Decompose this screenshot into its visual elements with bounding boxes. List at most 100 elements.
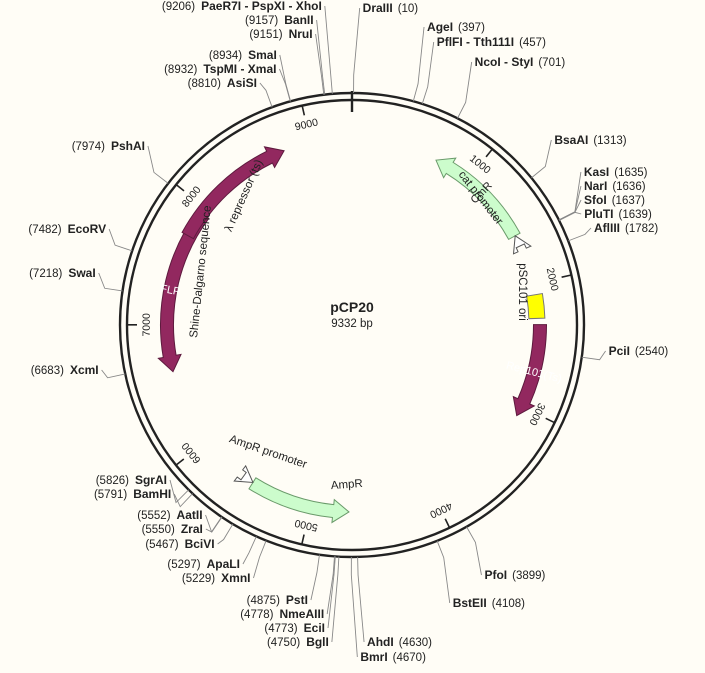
site-position: (8934) [209,50,242,62]
site-position: (3899) [512,570,545,582]
site-label: AflIII (1782) [594,221,658,235]
site-label: (6683) XcmI [31,363,99,377]
site-name: BanII [284,13,313,27]
site-name: KasI [584,165,609,179]
site-label: (5826) SgrAI [96,473,167,487]
site-leader [436,540,451,604]
site-leader [581,350,606,361]
site-name: AsiSI [227,76,257,90]
tick-label: 4000 [428,499,454,520]
site-position: (7974) [72,141,105,153]
tick-mark [561,274,572,278]
site-position: (1639) [619,209,652,221]
psc101-ori-label: pSC101 ori [516,263,528,321]
site-position: (701) [538,57,565,69]
site-label: AhdI (4630) [367,635,432,649]
site-name: PluTI [584,207,613,221]
site-leader [259,82,273,108]
site-position: (9206) [162,1,195,13]
site-label: PfoI(3899) [484,568,545,582]
site-name: BsaAI [554,133,588,147]
site-name: EciI [304,621,325,635]
site-name: PflFI - Tth111I [437,35,514,49]
site-label: (4778)NmeAIII [240,607,324,621]
site-position: (5550) [142,524,175,536]
site-leader [242,536,257,565]
site-position: (1313) [593,135,626,147]
site-position: (6683) [31,365,64,377]
site-leader [101,369,126,379]
psc101-ori-box [526,292,546,320]
site-leader [205,514,223,533]
site-name: SgrAI [135,473,167,487]
tick-mark [175,183,185,192]
site-position: (5826) [96,475,129,487]
site-label: (9151) NruI [249,27,312,41]
site-label: SfoI(1637) [584,193,645,207]
site-name: SfoI [584,193,607,207]
site-label: (8810)AsiSI [188,76,257,90]
site-name: SmaI [248,48,277,62]
site-leader [279,68,291,102]
restriction-sites: DraIII(10)AgeI(397)PflFI - Tth111I(457)N… [28,0,668,664]
plasmid-center-label: pCP20 9332 bp [330,299,374,330]
site-position: (2540) [635,346,668,358]
ampr-label: AmpR [330,478,363,492]
site-leader [466,526,482,576]
site-leader [98,272,123,292]
site-name: AhdI [367,635,394,649]
site-name: BciVI [185,537,215,551]
ampr-arrow [248,477,350,524]
site-position: (1635) [614,167,647,179]
tick-mark [444,518,451,529]
site-position: (4108) [492,598,525,610]
site-name: XcmI [70,363,99,377]
rep101-ts-arrow [512,324,548,417]
site-label: (5552)AatII [137,508,202,522]
site-position: (1782) [625,223,658,235]
site-name: BstEII [453,596,487,610]
site-leader [353,7,361,94]
site-label: NarI(1636) [584,179,646,193]
site-label: BmrI(4670) [360,650,426,664]
site-leader [421,41,435,105]
site-label: (7974)PshAI [72,139,145,153]
tick-label: 2000 [544,267,561,293]
tick-label: 6000 [179,440,203,466]
site-leader [457,61,473,119]
site-leader [279,54,292,102]
site-leader [350,556,358,658]
site-name: PstI [286,593,308,607]
site-name: NruI [289,27,313,41]
site-label: (4773)EciI [264,621,325,635]
site-position: (9151) [249,29,282,41]
site-position: (9157) [245,15,278,27]
site-name: AflIII [594,221,620,235]
site-label: KasI (1635) [584,165,648,179]
site-label: PluTI (1639) [584,207,652,221]
tick-label: 7000 [141,313,153,337]
site-position: (5467) [145,539,178,551]
ampr-promoter-label: AmpR promoter [228,433,309,471]
site-leader [147,145,169,184]
site-leader [568,227,592,242]
site-name: AgeI [427,20,453,34]
tick-label: 1000 [467,153,493,177]
site-leader [253,540,267,579]
site-label: (9157) BanII [245,13,314,27]
site-name: DraIII [363,1,393,15]
site-label: BsaAI (1313) [554,133,626,147]
tick-mark [545,417,556,424]
site-name: AatII [177,508,203,522]
site-leader [558,211,582,221]
site-position: (397) [458,22,485,34]
site-position: (5791) [94,489,127,501]
cat-promoter-label: cat promoter [456,169,505,227]
flp-arrow [157,209,210,373]
site-position: (1636) [612,181,645,193]
site-position: (8932) [164,64,197,76]
site-leader-lines [98,5,606,658]
site-label: PciI(2540) [609,344,669,358]
site-name: NmeAIII [279,607,324,621]
site-position: (4630) [399,637,432,649]
